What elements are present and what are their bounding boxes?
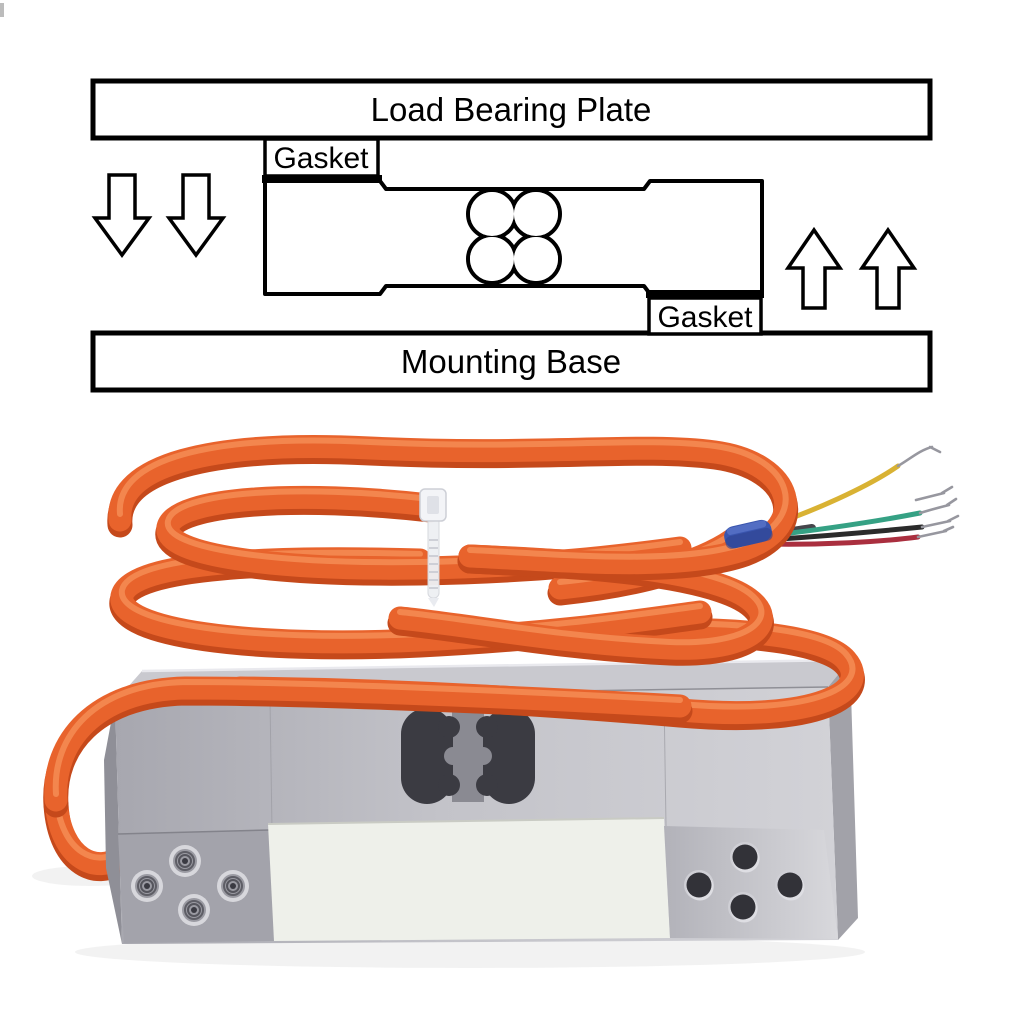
up-arrow-icon: [784, 226, 844, 310]
force-down-arrows: [91, 173, 227, 258]
cutout-left-lobe: [401, 708, 460, 804]
block-right-cap: [828, 660, 858, 940]
down-arrow-icon: [165, 173, 227, 258]
mount-hole: [775, 870, 805, 901]
mounting-base-box: [90, 330, 933, 393]
red-wire-tip: [916, 525, 955, 539]
gasket-bottom-label: Gasket: [657, 301, 753, 334]
threaded-hole: [217, 870, 249, 902]
cutout-waist-right: [474, 747, 492, 765]
zip-tie-slot: [427, 496, 439, 514]
green-wire-tip: [918, 497, 958, 515]
zip-tie-ridges: [429, 539, 438, 589]
yellow-wire-tip: [896, 445, 942, 468]
left-face-edge: [117, 829, 271, 835]
load-cell-block: [104, 658, 858, 944]
threaded-hole: [131, 870, 163, 902]
zip-tie-tail: [428, 598, 439, 607]
gasket-top-bar: [262, 175, 382, 183]
cutout-right-lobe: [476, 708, 535, 804]
load-bearing-plate-label: Load Bearing Plate: [371, 91, 652, 128]
mount-hole: [684, 870, 714, 901]
corner-artifact: [0, 3, 4, 17]
gasket-top-box: [263, 137, 380, 178]
threaded-hole: [178, 894, 210, 926]
red-wire: [763, 534, 921, 547]
gasket-top-label: Gasket: [273, 142, 369, 175]
block-shadow: [75, 936, 865, 968]
mount-hole: [730, 842, 760, 873]
block-right-mount-face: [664, 826, 838, 939]
bone-cutout: [401, 708, 535, 804]
front-label: [268, 818, 670, 941]
gasket-bottom-box: [647, 296, 763, 336]
block-left-cap: [104, 701, 122, 944]
zip-tie: [419, 488, 447, 607]
label-top-edge: [267, 817, 665, 825]
product-photo: [32, 441, 960, 968]
block-seam-left: [269, 699, 273, 831]
threaded-holes-left: [131, 845, 249, 926]
threaded-hole: [169, 845, 201, 877]
mount-hole: [728, 892, 758, 923]
mounting-base-label: Mounting Base: [401, 343, 621, 380]
installation-diagram: Load Bearing Plate Mounting Base Gasket …: [90, 78, 933, 393]
heat-shrink-sleeve: [724, 519, 773, 549]
down-arrow-icon: [91, 173, 153, 258]
load-cell-profile: [263, 179, 764, 296]
cutout-waist-left: [444, 747, 462, 765]
block-top-back-edge: [141, 658, 851, 673]
up-arrow-icon: [858, 226, 918, 310]
load-cell-aperture: [466, 188, 562, 285]
reaction-up-arrows: [784, 226, 918, 310]
block-left-mount-face: [118, 830, 274, 943]
gasket-bottom-bar: [646, 290, 764, 298]
load-bearing-plate-box: [90, 78, 933, 141]
holes-right: [684, 842, 805, 923]
white-wire-tip: [914, 485, 954, 502]
black-wire-tip: [920, 514, 960, 529]
